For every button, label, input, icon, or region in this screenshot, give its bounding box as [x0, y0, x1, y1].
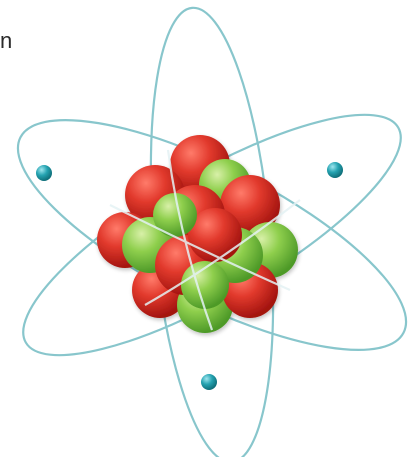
electron-left: [36, 165, 52, 181]
partial-text-fragment: n: [0, 30, 12, 52]
nucleus: [97, 135, 298, 333]
electron-right: [327, 162, 343, 178]
electron-bottom: [201, 374, 217, 390]
